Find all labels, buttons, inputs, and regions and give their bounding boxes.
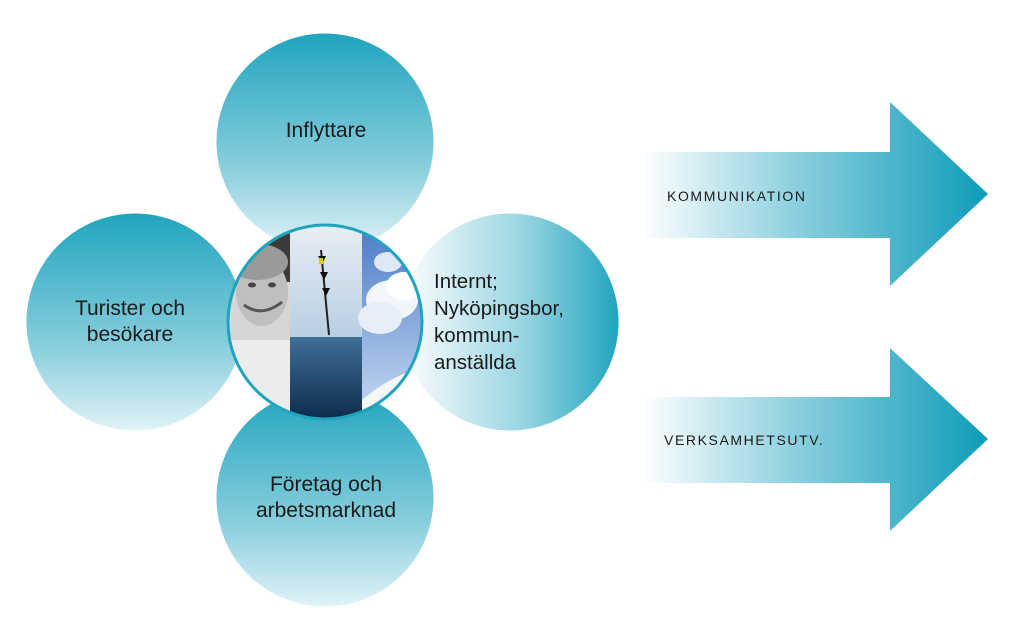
label-foretag: Företag och arbetsmarknad bbox=[255, 473, 397, 522]
arrow-label-kommunikation: KOMMUNIKATION bbox=[667, 188, 807, 204]
label-turister: Turister och besökare bbox=[74, 297, 186, 346]
arrow-kommunikation bbox=[640, 102, 988, 286]
label-inflyttare: Inflyttare bbox=[285, 119, 367, 142]
center-photo-border bbox=[226, 223, 424, 421]
label-internt: Internt; Nyköpingsbor, kommun- anställda bbox=[434, 270, 564, 374]
arrow-verksamhetsutv bbox=[640, 348, 988, 531]
arrow-label-verksamhetsutv: VERKSAMHETSUTV. bbox=[664, 432, 825, 448]
